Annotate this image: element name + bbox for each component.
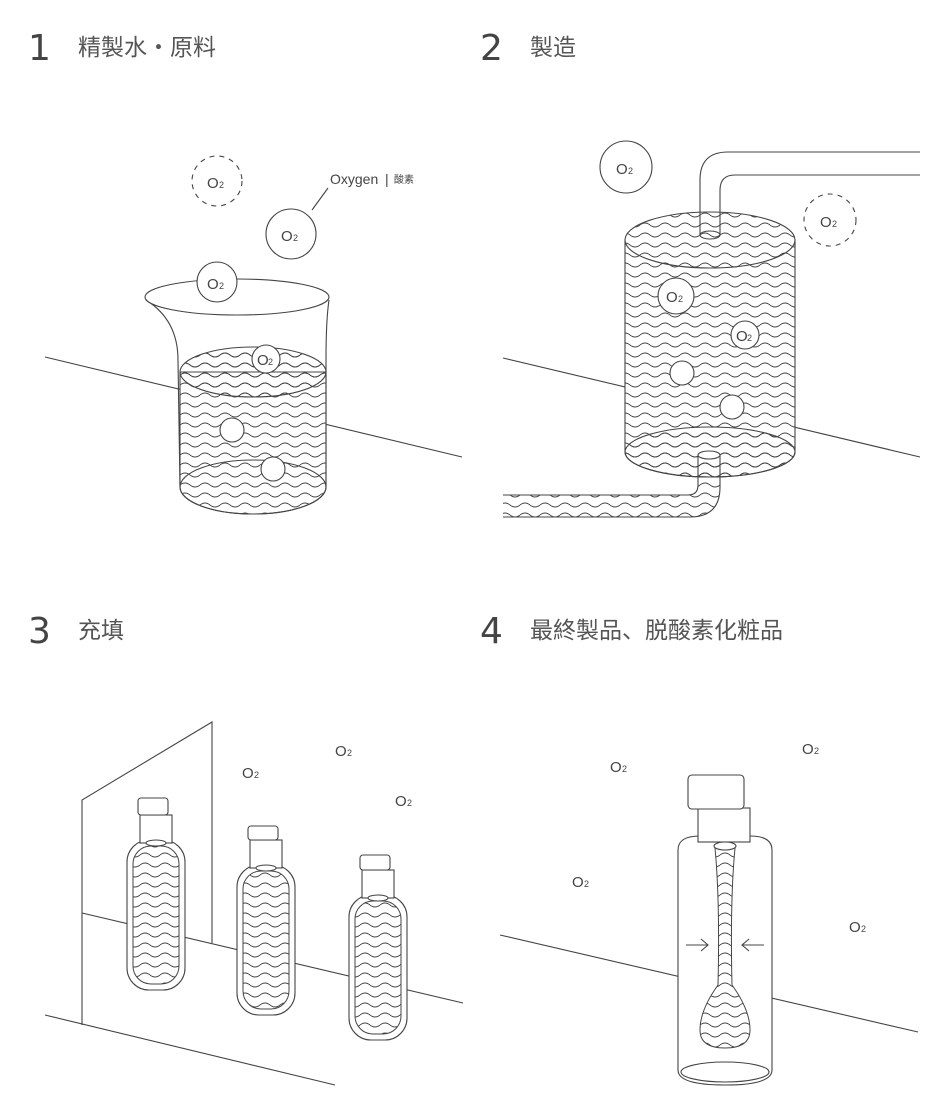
o2-subscript: 2 bbox=[293, 233, 298, 243]
bubble bbox=[669, 360, 695, 386]
o2-symbol: O bbox=[849, 919, 861, 936]
o2-symbol: O bbox=[666, 289, 678, 306]
oxygen-bubble bbox=[657, 277, 695, 315]
step-number: 1 bbox=[28, 28, 51, 69]
o2-symbol: O bbox=[736, 328, 748, 345]
airless-bottle bbox=[677, 774, 773, 1086]
leader-line bbox=[311, 187, 329, 211]
oxygen-label: Oxygen bbox=[330, 171, 378, 187]
step-title: 製造 bbox=[530, 35, 576, 61]
oxygen-bubble-dashed bbox=[803, 193, 857, 247]
o2-symbol: O bbox=[395, 793, 407, 810]
oxygen-bubble bbox=[196, 261, 238, 303]
step-1-heading: 1 精製水・原料 bbox=[28, 28, 216, 69]
step-number: 2 bbox=[480, 28, 503, 69]
bottle bbox=[126, 797, 186, 991]
step-2-heading: 2 製造 bbox=[480, 28, 576, 69]
step-title: 最終製品、脱酸素化粧品 bbox=[530, 618, 783, 644]
inner-pouch bbox=[699, 847, 751, 1049]
step-number: 4 bbox=[480, 611, 503, 652]
bottle bbox=[236, 825, 296, 1016]
bottle bbox=[348, 854, 408, 1041]
o2-subscript: 2 bbox=[622, 764, 627, 774]
o2-subscript: 2 bbox=[407, 798, 412, 808]
o2-subscript: 2 bbox=[254, 770, 259, 780]
bubble bbox=[260, 456, 286, 482]
o2-symbol: O bbox=[610, 759, 622, 776]
o2-subscript: 2 bbox=[584, 879, 589, 889]
arrow-right-icon bbox=[686, 938, 709, 952]
step-title: 充填 bbox=[78, 618, 124, 644]
o2-subscript: 2 bbox=[268, 357, 273, 367]
oxygen-bubble bbox=[251, 344, 281, 374]
label-separator: | bbox=[385, 171, 389, 187]
o2-symbol: O bbox=[616, 161, 628, 178]
o2-subscript: 2 bbox=[861, 924, 866, 934]
o2-symbol: O bbox=[820, 214, 832, 231]
o2-subscript: 2 bbox=[747, 333, 752, 343]
final-product-illustration: O 2 O 2 O 2 O 2 bbox=[499, 741, 919, 1086]
o2-symbol: O bbox=[242, 765, 254, 782]
oxygen-bubble bbox=[265, 208, 317, 260]
o2-symbol: O bbox=[207, 175, 219, 192]
o2-subscript: 2 bbox=[628, 166, 633, 176]
step-number: 3 bbox=[28, 611, 51, 652]
oxygen-bubble-dashed bbox=[191, 155, 243, 207]
o2-subscript: 2 bbox=[832, 219, 837, 229]
beaker-illustration: O 2 O 2 Oxygen | 酸素 O 2 O 2 bbox=[44, 155, 463, 515]
o2-subscript: 2 bbox=[678, 294, 683, 304]
bubble bbox=[719, 394, 745, 420]
oxygen-label-jp: 酸素 bbox=[394, 173, 414, 186]
inlet-pipe bbox=[699, 151, 920, 235]
step-4-heading: 4 最終製品、脱酸素化粧品 bbox=[480, 611, 783, 652]
oxygen-bubble bbox=[599, 140, 653, 194]
outlet-pipe bbox=[503, 455, 721, 518]
wall bbox=[81, 721, 213, 1025]
o2-subscript: 2 bbox=[219, 180, 224, 190]
tank-illustration: O 2 O 2 O 2 O 2 bbox=[502, 140, 921, 518]
o2-symbol: O bbox=[257, 352, 269, 369]
oxygen-bubble bbox=[730, 320, 760, 350]
table-edge-line bbox=[44, 1014, 336, 1086]
o2-subscript: 2 bbox=[219, 281, 224, 291]
o2-subscript: 2 bbox=[814, 746, 819, 756]
o2-subscript: 2 bbox=[347, 748, 352, 758]
o2-symbol: O bbox=[335, 743, 347, 760]
step-title: 精製水・原料 bbox=[78, 35, 216, 61]
filling-illustration: O 2 O 2 O 2 bbox=[44, 721, 464, 1086]
o2-symbol: O bbox=[802, 741, 814, 758]
step-3-heading: 3 充填 bbox=[28, 611, 124, 652]
arrow-left-icon bbox=[741, 938, 764, 952]
o2-symbol: O bbox=[572, 874, 584, 891]
o2-symbol: O bbox=[281, 228, 293, 245]
bubble bbox=[219, 417, 245, 443]
o2-symbol: O bbox=[207, 276, 219, 293]
